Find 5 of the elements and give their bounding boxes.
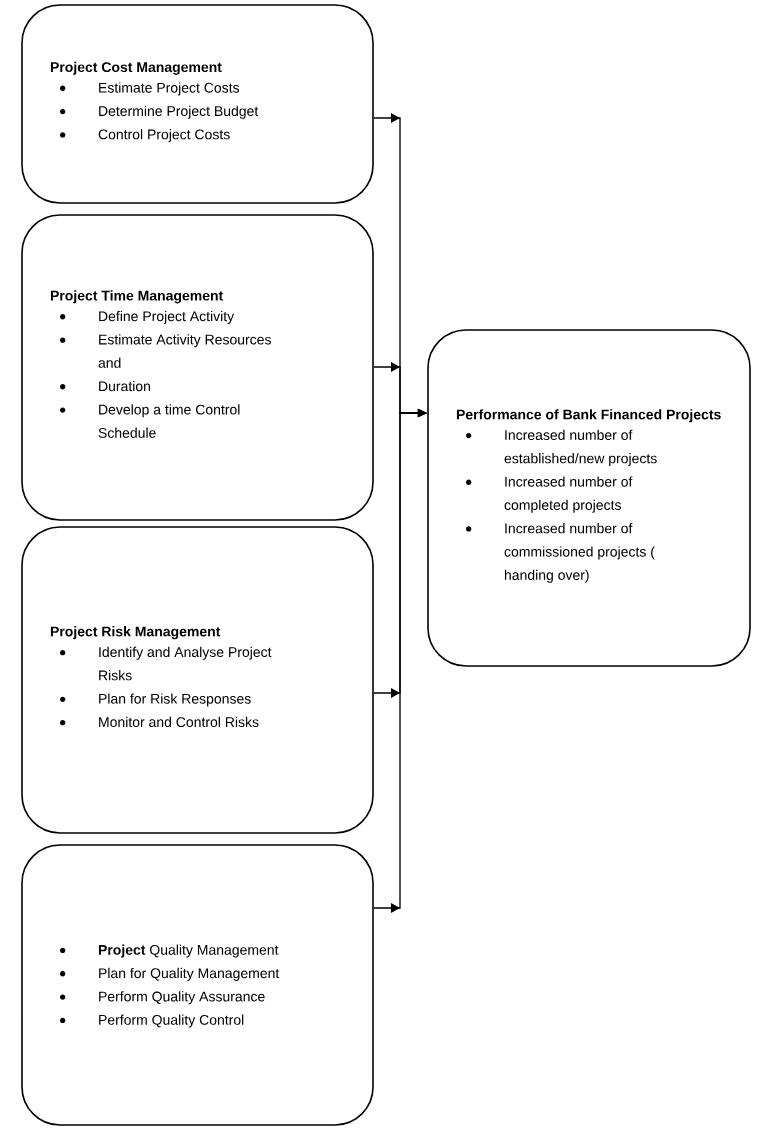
rounded-box: Project Quality Management Plan for Quality Management Perform Quality Assurance Perform Quality Control	[21, 844, 374, 1126]
rounded-box: Performance of Bank Financed Projects Increased number of established/new projects Increased number of completed projects Increased number of commissioned projects ( handing over)	[427, 329, 751, 667]
rounded-box: Project Time Management Define Project Activity Estimate Activity Resources and Duration Develop a time Control Schedule	[21, 214, 374, 521]
rounded-box: Project Risk Management Identify and Analyse Project Risks Plan for Risk Responses Monitor and Control Risks	[21, 526, 374, 834]
rounded-box: Project Cost Management Estimate Project Costs Determine Project Budget Control Project Costs	[21, 4, 374, 204]
